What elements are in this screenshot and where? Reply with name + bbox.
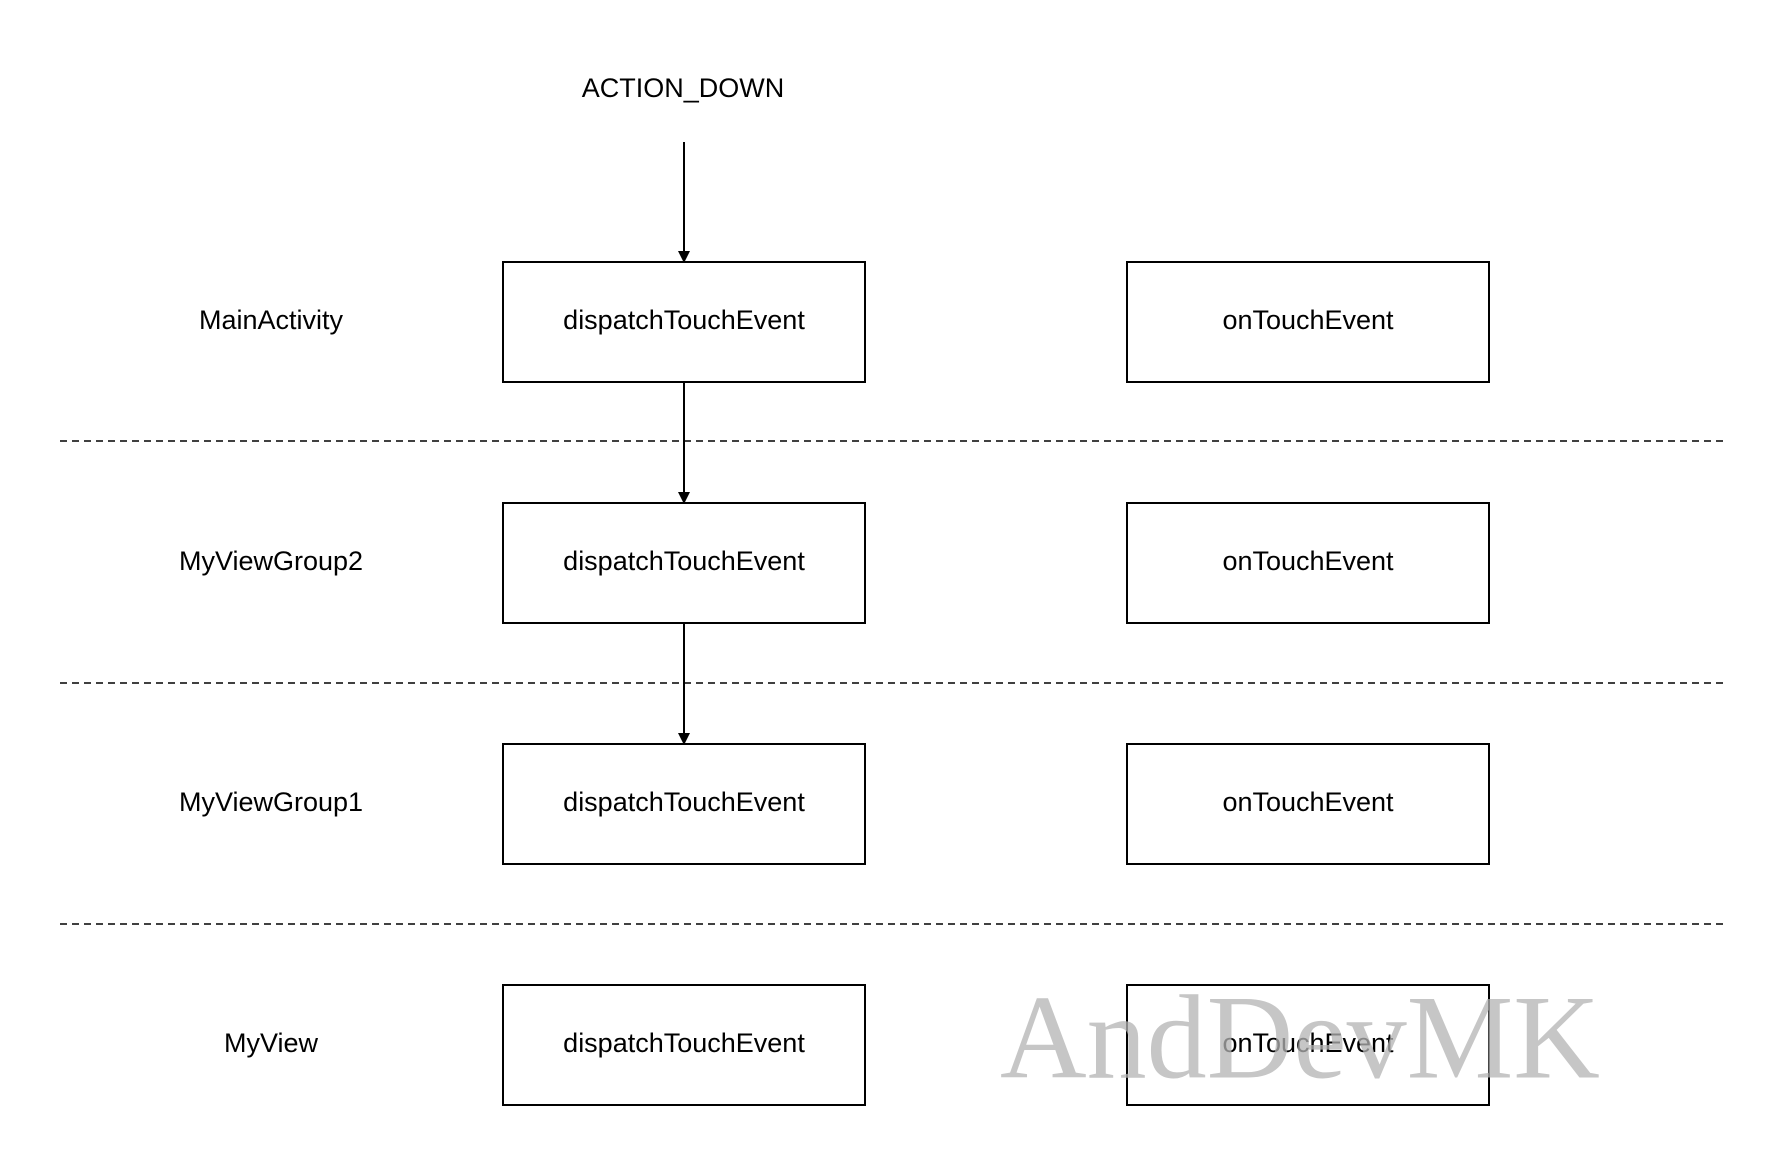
on-touch-event-label: onTouchEvent xyxy=(1222,1028,1394,1058)
event-label: ACTION_DOWN xyxy=(582,73,785,103)
on-touch-event-label: onTouchEvent xyxy=(1222,787,1394,817)
watermark: AndDevMK xyxy=(1000,971,1600,1104)
on-touch-event-box xyxy=(1126,984,1490,1106)
dispatch-touch-event-label: dispatchTouchEvent xyxy=(563,546,805,576)
dispatch-touch-event-label: dispatchTouchEvent xyxy=(563,1028,805,1058)
layer-label: MyView xyxy=(224,1028,319,1058)
layer-label: MyViewGroup2 xyxy=(179,546,363,576)
layer-label: MainActivity xyxy=(199,305,344,335)
on-touch-event-box xyxy=(1126,743,1490,865)
dispatch-touch-event-label: dispatchTouchEvent xyxy=(563,305,805,335)
on-touch-event-label: onTouchEvent xyxy=(1222,305,1394,335)
dispatch-touch-event-label: dispatchTouchEvent xyxy=(563,787,805,817)
layer-my-view-group-1: MyViewGroup1 dispatchTouchEvent onTouchE… xyxy=(179,743,1490,865)
layer-label: MyViewGroup1 xyxy=(179,787,363,817)
layer-my-view: MyView dispatchTouchEvent onTouchEvent xyxy=(224,984,1490,1106)
on-touch-event-box xyxy=(1126,502,1490,624)
dispatch-touch-event-box xyxy=(502,261,866,383)
layer-my-view-group-2: MyViewGroup2 dispatchTouchEvent onTouchE… xyxy=(179,502,1490,624)
dispatch-touch-event-box xyxy=(502,984,866,1106)
on-touch-event-box xyxy=(1126,261,1490,383)
dispatch-touch-event-box xyxy=(502,502,866,624)
layer-main-activity: MainActivity dispatchTouchEvent onTouchE… xyxy=(199,261,1490,383)
on-touch-event-label: onTouchEvent xyxy=(1222,546,1394,576)
dispatch-touch-event-box xyxy=(502,743,866,865)
